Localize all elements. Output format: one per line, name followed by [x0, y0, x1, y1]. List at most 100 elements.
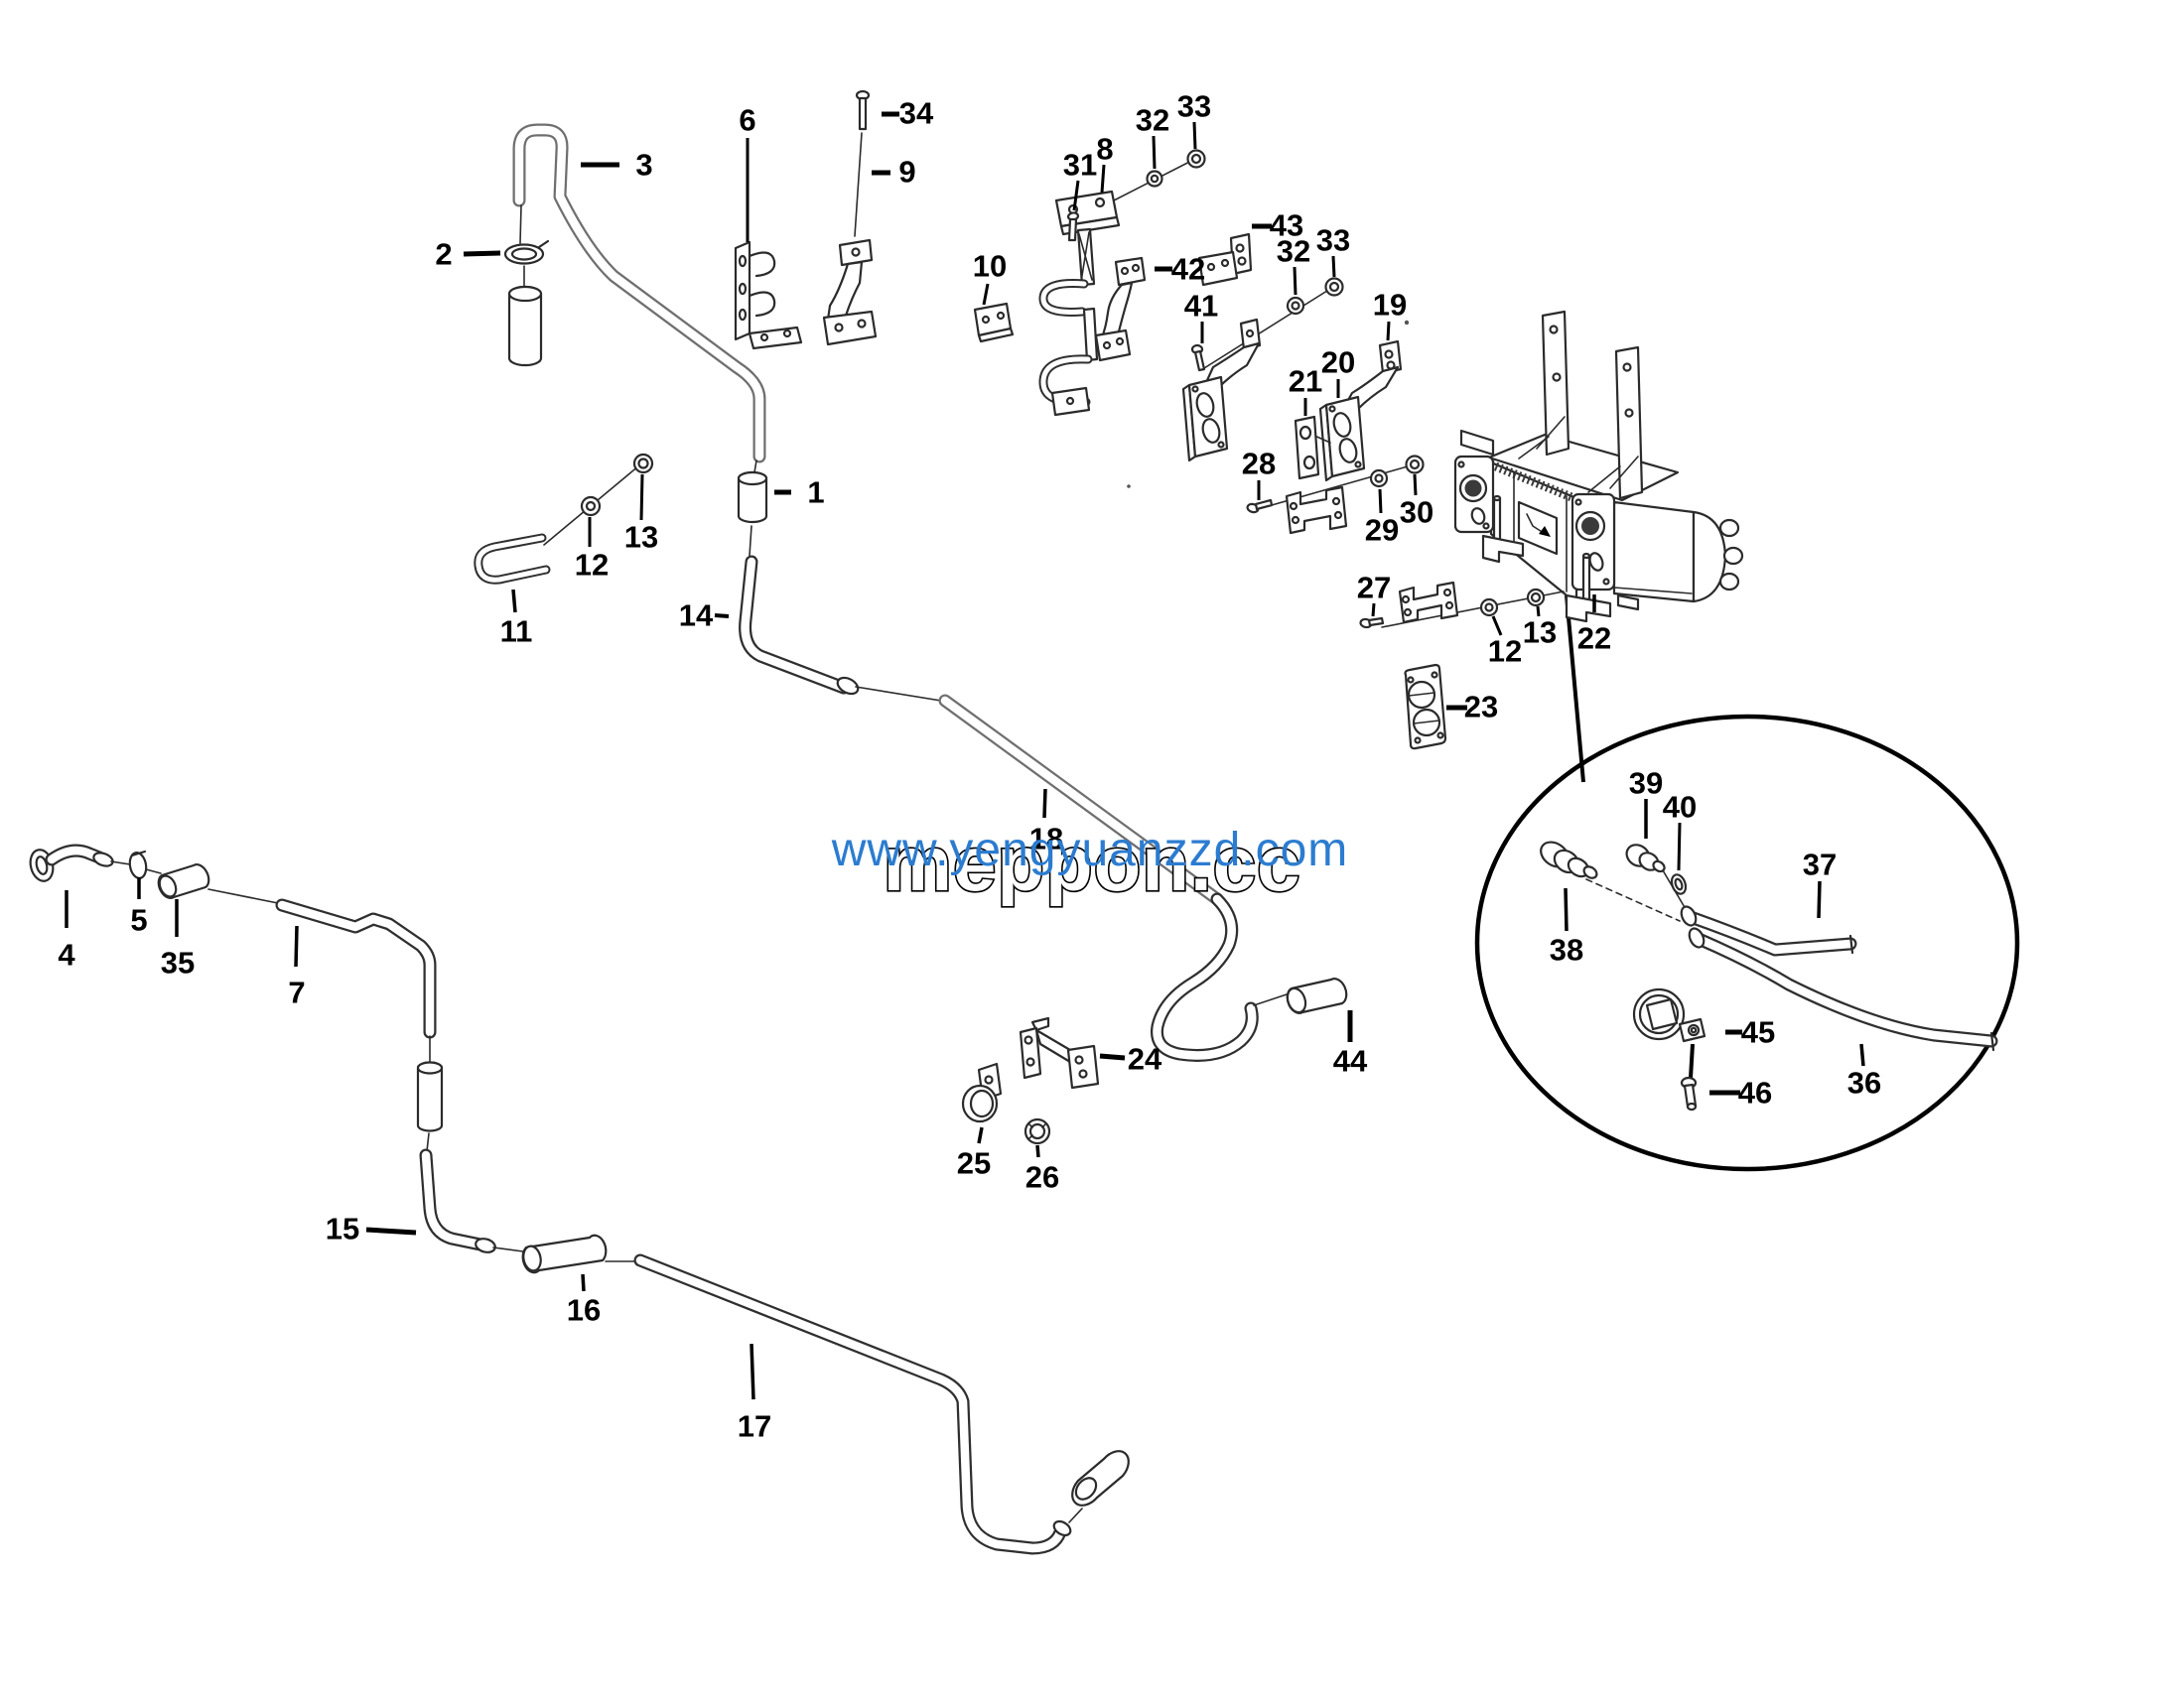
part-label-20: 20	[1321, 345, 1355, 380]
leader-line-16	[581, 1273, 586, 1292]
part-28-29-30-assembly	[1246, 455, 1425, 535]
part-10-plate	[973, 302, 1015, 343]
leader-line-40	[1677, 822, 1682, 871]
part-label-35: 35	[161, 946, 195, 981]
leader-line-18	[1042, 788, 1047, 819]
part-label-26: 26	[1025, 1160, 1059, 1195]
part-label-27: 27	[1357, 571, 1391, 605]
part-42-bracket	[1094, 256, 1147, 362]
part-label-43: 43	[1270, 208, 1303, 243]
part-15-elbow	[419, 1148, 524, 1253]
part-4-elbow	[29, 844, 131, 882]
part-2-clamp	[503, 204, 550, 367]
part-22-heater	[1453, 310, 1744, 623]
part-label-39: 39	[1629, 766, 1663, 801]
part-21-plate	[1294, 415, 1331, 480]
part-label-23: 23	[1464, 690, 1498, 724]
part-label-33: 33	[1177, 89, 1211, 124]
part-label-46: 46	[1738, 1076, 1772, 1111]
leader-line-24	[1099, 1053, 1126, 1061]
part-27-assembly	[1359, 581, 1565, 629]
part-label-30: 30	[1400, 495, 1433, 530]
leader-line-12	[1491, 615, 1503, 636]
leader-line-15	[365, 1227, 417, 1236]
part-46-bolt	[1680, 1076, 1698, 1112]
part-label-19: 19	[1373, 288, 1407, 323]
watermark-overlay-link-text: www.yengyuanzzd.com	[831, 824, 1349, 876]
part-16-sleeve	[521, 1234, 636, 1274]
part-label-38: 38	[1550, 933, 1583, 968]
leader-line-2	[463, 250, 501, 257]
leader-line-37	[1817, 880, 1822, 919]
part-label-28: 28	[1242, 447, 1276, 481]
part-label-37: 37	[1803, 848, 1837, 882]
part-label-29: 29	[1365, 513, 1399, 548]
part-label-5: 5	[130, 903, 147, 938]
leader-line-25	[977, 1126, 984, 1144]
leader-line-17	[750, 1343, 755, 1400]
part-25-clamp	[961, 1062, 1003, 1123]
part-label-15: 15	[326, 1212, 359, 1247]
part-36-37-hoses	[1585, 878, 1998, 1052]
leader-line-33	[1192, 121, 1197, 150]
part-label-8: 8	[1096, 132, 1113, 167]
part-14-elbow	[739, 555, 942, 702]
part-9-bracket	[822, 238, 878, 346]
part-44-sleeve	[1253, 978, 1348, 1014]
leader-line-29	[1378, 488, 1383, 514]
leader-line-26	[1035, 1144, 1040, 1158]
part-label-21: 21	[1289, 364, 1322, 399]
part-label-32: 32	[1277, 234, 1310, 269]
part-32-washer-top	[1146, 170, 1163, 188]
part-label-45: 45	[1741, 1015, 1775, 1050]
part-label-44: 44	[1333, 1044, 1368, 1079]
part-label-14: 14	[679, 598, 714, 633]
part-label-13: 13	[1523, 615, 1557, 650]
part-11-ubolt	[474, 453, 654, 585]
leader-line-11	[511, 589, 517, 613]
part-label-12: 12	[575, 548, 609, 583]
part-label-16: 16	[567, 1293, 601, 1328]
part-45-cap	[1632, 987, 1706, 1079]
leader-line-7	[294, 925, 299, 968]
part-3-pipe	[512, 123, 766, 463]
leader-line-30	[1413, 473, 1418, 496]
leader-line-13	[1536, 605, 1541, 617]
part-label-10: 10	[973, 249, 1007, 284]
part-label-24: 24	[1128, 1042, 1162, 1077]
part-label-25: 25	[957, 1146, 991, 1181]
leader-line-36	[1859, 1043, 1865, 1067]
part-18-pipe	[938, 694, 1259, 1062]
part-label-33: 33	[1316, 223, 1350, 258]
speck	[1127, 484, 1131, 488]
detail-circle	[1474, 594, 2020, 1172]
leader-line-19	[1386, 321, 1391, 341]
part-23-gasket	[1404, 663, 1447, 750]
part-label-42: 42	[1171, 252, 1205, 287]
part-35-sleeve	[157, 862, 279, 904]
part-label-11: 11	[500, 614, 533, 649]
part-label-2: 2	[435, 237, 452, 272]
part-label-34: 34	[899, 96, 934, 131]
part-34-bolt	[854, 89, 871, 237]
part-label-3: 3	[635, 148, 652, 183]
part-label-13: 13	[624, 520, 658, 555]
part-43-bracket	[1197, 232, 1253, 287]
part-label-9: 9	[898, 155, 915, 190]
leader-line-32	[1152, 135, 1157, 170]
part-label-7: 7	[288, 976, 305, 1010]
leader-line-8	[1100, 164, 1106, 194]
watermark: meppon.cc www.yengyuanzzd.com	[831, 818, 1349, 908]
leader-line-14	[714, 613, 730, 618]
part-label-22: 22	[1577, 621, 1611, 656]
part-19-20-bracket	[1318, 339, 1403, 482]
part-5-clamp	[128, 850, 162, 879]
leader-line-31	[1072, 180, 1080, 211]
part-40-ring	[1670, 873, 1688, 895]
leader-line-32	[1293, 266, 1297, 296]
part-41-bracket	[1181, 318, 1262, 462]
part-label-17: 17	[738, 1409, 771, 1444]
part-7-pipe	[275, 898, 444, 1152]
